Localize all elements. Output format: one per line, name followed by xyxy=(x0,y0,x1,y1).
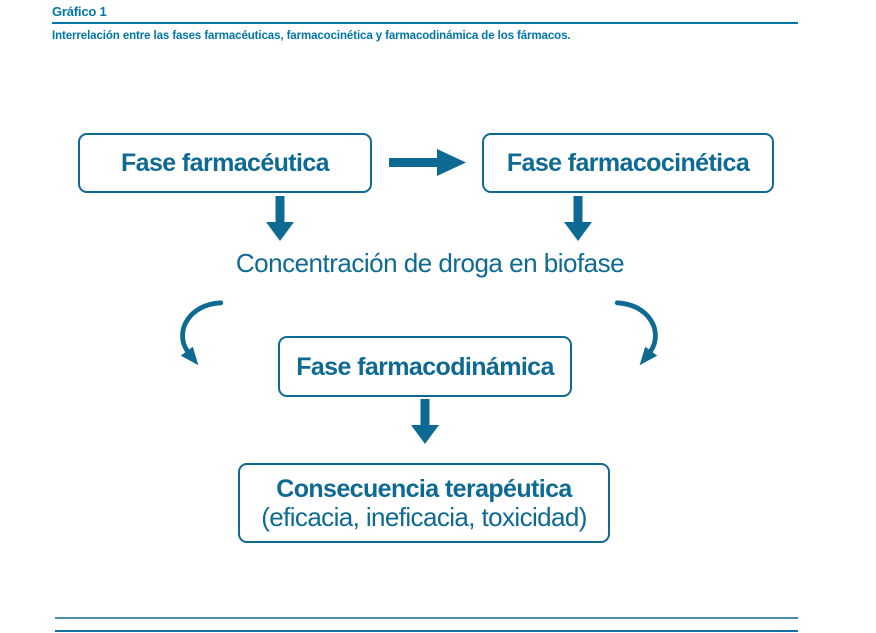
biophase-label: Concentración de droga en biofase xyxy=(235,248,625,278)
header-rule xyxy=(52,22,798,24)
bottom-rule-bottom xyxy=(55,630,798,632)
figure-caption: Interrelación entre las fases farmacéuti… xyxy=(52,30,571,42)
curved-arrow-right-icon xyxy=(614,300,658,366)
node-consecuencia-subtitle: (eficacia, ineficacia, toxicidad) xyxy=(261,501,587,532)
node-fase-farmacocinetica-label: Fase farmacocinética xyxy=(506,149,750,177)
arrow-down-icon xyxy=(564,196,592,241)
node-consecuencia-terapeutica: Consecuencia terapéutica (eficacia, inef… xyxy=(238,463,610,543)
node-fase-farmaceutica-label: Fase farmacéutica xyxy=(121,149,330,177)
node-fase-farmacocinetica: Fase farmacocinética xyxy=(482,133,774,193)
arrow-down-icon xyxy=(411,399,439,444)
node-fase-farmacodinamica: Fase farmacodinámica xyxy=(278,336,572,397)
figure-label: Gráfico 1 xyxy=(52,4,107,19)
arrow-down-icon xyxy=(266,196,294,241)
curved-arrow-left-icon xyxy=(180,300,224,366)
node-fase-farmaceutica: Fase farmacéutica xyxy=(78,133,372,193)
node-consecuencia-title: Consecuencia terapéutica xyxy=(276,474,572,503)
bottom-rule-top xyxy=(55,617,798,619)
arrow-right-icon xyxy=(389,149,466,176)
node-fase-farmacodinamica-label: Fase farmacodinámica xyxy=(296,352,554,381)
